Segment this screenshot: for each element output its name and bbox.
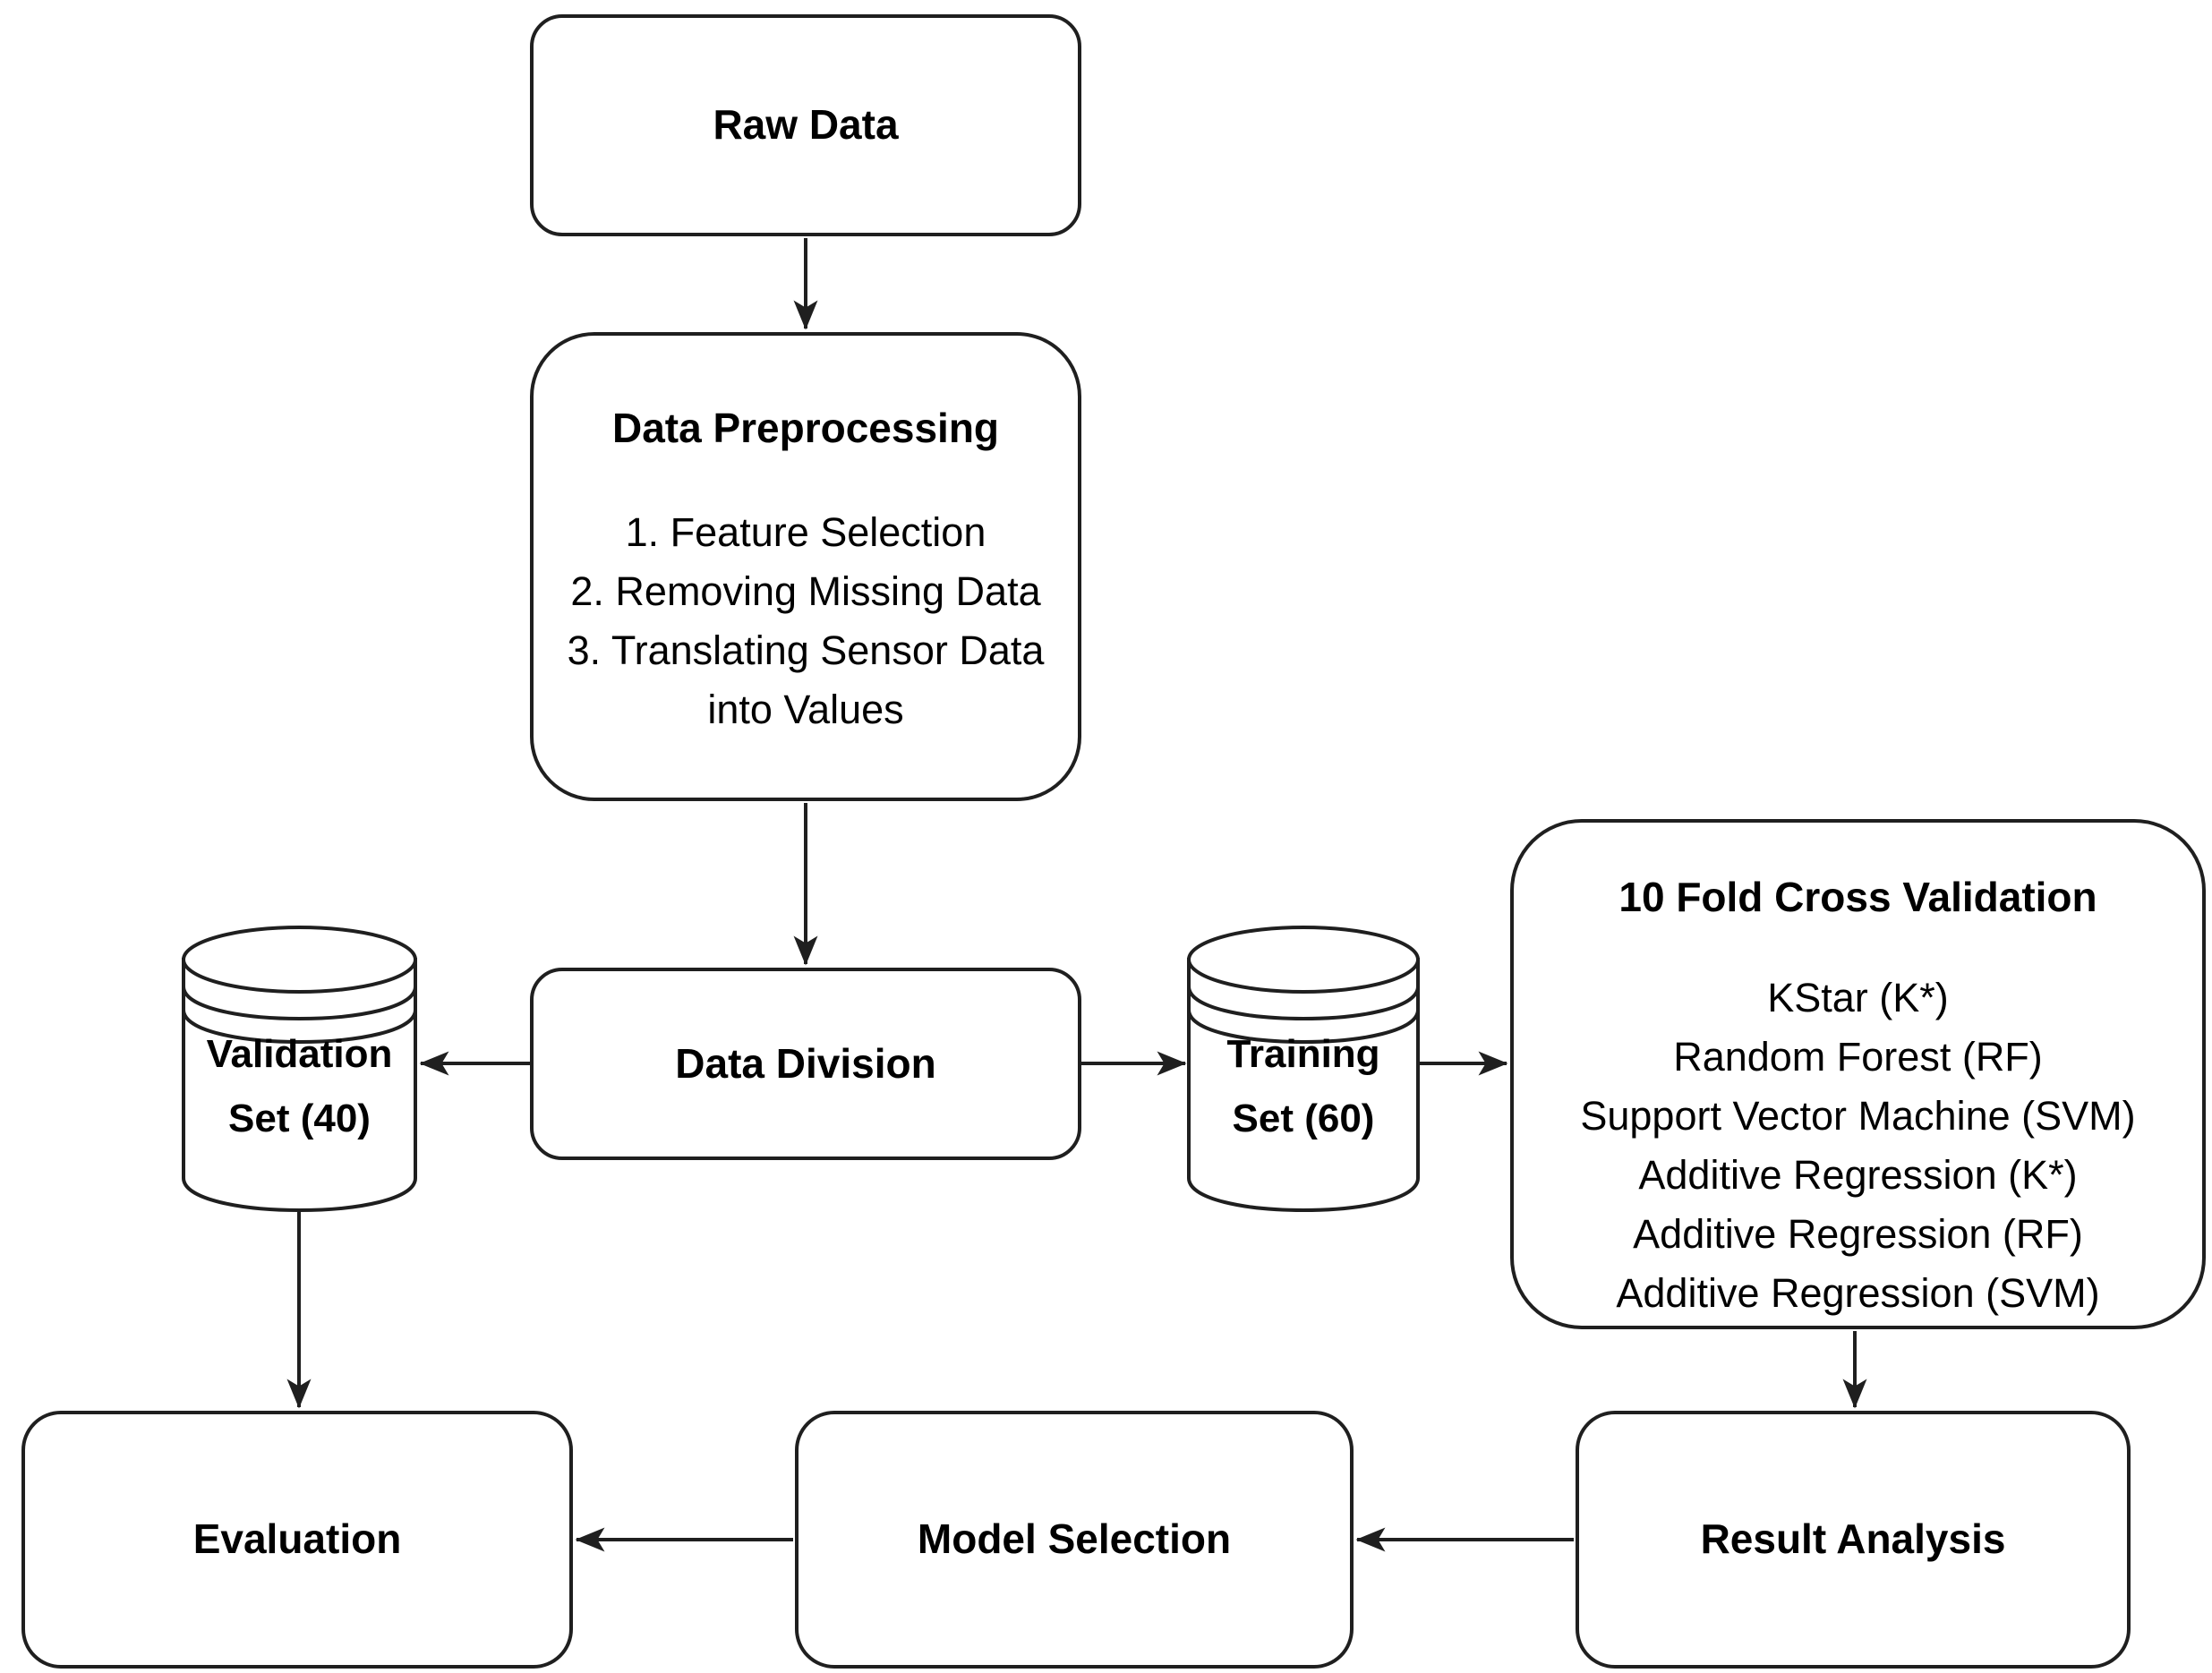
algorithm-item: KStar (K*) — [1767, 975, 1949, 1021]
node-data-division: Data Division — [530, 968, 1081, 1160]
node-model-selection: Model Selection — [795, 1411, 1354, 1669]
training-set-label: Training Set (60) — [1189, 1022, 1418, 1151]
raw-data-label: Raw Data — [713, 101, 899, 149]
algorithm-item: Support Vector Machine (SVM) — [1580, 1093, 2136, 1140]
cross-validation-title: 10 Fold Cross Validation — [1618, 874, 2097, 920]
training-set-cylinder-icon — [1187, 926, 1420, 1212]
preprocessing-step: 2. Removing Missing Data — [570, 568, 1041, 615]
validation-set-label-line2: Set (40) — [228, 1097, 371, 1140]
model-selection-label: Model Selection — [917, 1515, 1232, 1563]
data-division-label: Data Division — [675, 1039, 936, 1087]
algorithm-item: Additive Regression (SVM) — [1616, 1270, 2100, 1317]
node-result-analysis: Result Analysis — [1576, 1411, 2131, 1669]
node-cross-validation: 10 Fold Cross Validation KStar (K*) Rand… — [1510, 819, 2206, 1329]
training-set-label-line2: Set (60) — [1232, 1097, 1375, 1140]
evaluation-label: Evaluation — [192, 1515, 402, 1563]
data-preprocessing-steps: 1. Feature Selection 2. Removing Missing… — [551, 503, 1060, 739]
training-set-label-line1: Training — [1226, 1032, 1380, 1076]
node-data-preprocessing: Data Preprocessing 1. Feature Selection … — [530, 332, 1081, 801]
algorithm-item: Additive Regression (K*) — [1638, 1152, 2078, 1199]
validation-set-label: Validation Set (40) — [184, 1022, 415, 1151]
data-preprocessing-title: Data Preprocessing — [611, 405, 1000, 451]
preprocessing-step: 1. Feature Selection — [625, 509, 986, 556]
cross-validation-algorithms: KStar (K*) Random Forest (RF) Support Ve… — [1532, 969, 2185, 1323]
preprocessing-step: 3. Translating Sensor Data into Values — [567, 627, 1045, 733]
algorithm-item: Random Forest (RF) — [1673, 1034, 2043, 1080]
result-analysis-label: Result Analysis — [1700, 1515, 2006, 1563]
validation-set-label-line1: Validation — [206, 1032, 393, 1076]
node-raw-data: Raw Data — [530, 14, 1081, 236]
node-evaluation: Evaluation — [21, 1411, 573, 1669]
algorithm-item: Additive Regression (RF) — [1633, 1211, 2083, 1258]
validation-set-cylinder-icon — [182, 926, 417, 1212]
